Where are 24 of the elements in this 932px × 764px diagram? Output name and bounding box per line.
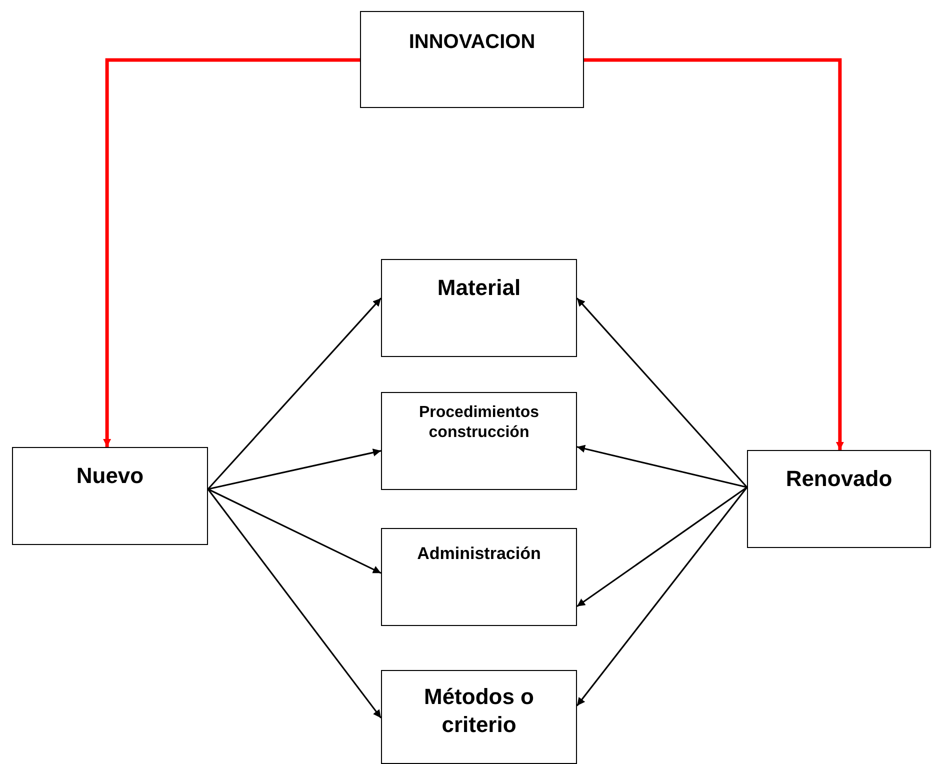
node-label: Renovado <box>784 465 894 492</box>
process-box <box>381 528 577 626</box>
arrow <box>208 448 382 490</box>
arrow <box>103 58 360 447</box>
node-label: Material <box>436 274 522 302</box>
arrow <box>207 298 382 490</box>
arrow <box>576 486 748 706</box>
process-box <box>12 447 208 545</box>
node-label: Métodos o criterio <box>423 683 535 738</box>
process-box <box>747 450 931 548</box>
arrow <box>576 444 748 488</box>
node-label: Nuevo <box>75 462 145 490</box>
node-label: Administración <box>416 543 542 564</box>
process-box <box>381 392 577 490</box>
node-label: Procedimientos construcción <box>418 403 540 443</box>
arrow <box>576 486 748 608</box>
node-label: INNOVACION <box>408 30 536 55</box>
process-box <box>381 670 577 764</box>
arrow <box>207 488 382 718</box>
arrow <box>576 298 748 488</box>
process-box <box>360 11 584 108</box>
arrow <box>208 488 382 574</box>
arrow <box>584 58 844 450</box>
process-box <box>381 259 577 357</box>
